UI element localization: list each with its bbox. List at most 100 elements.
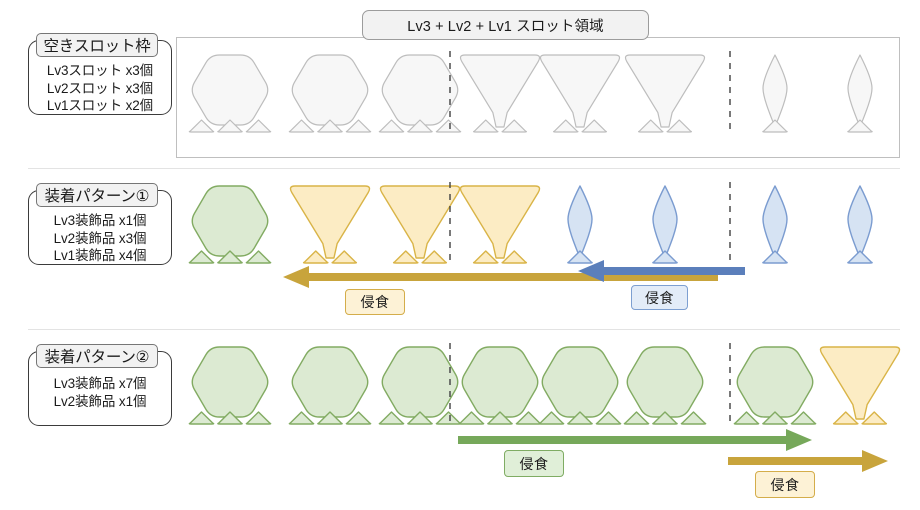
slot-region-title-text: Lv3 + Lv2 + Lv1 スロット領域 xyxy=(407,18,604,35)
slot-foot-triangle xyxy=(188,250,215,264)
note-line: Lv2スロット x3個 xyxy=(46,80,154,96)
slot-foot-triangle xyxy=(472,250,499,264)
note-line: Lv2装飾品 x1個 xyxy=(53,393,147,409)
slot-foot-triangle xyxy=(567,411,593,425)
note-lines-pattern-2: Lv3装飾品 x7個 Lv2装飾品 x1個 xyxy=(28,375,172,410)
note-line: Lv1スロット x2個 xyxy=(46,98,154,113)
erosion-chip-label: 侵食 xyxy=(770,476,800,493)
slot-foot-triangle xyxy=(762,119,788,133)
slot-shape-triangle xyxy=(819,346,901,420)
slot-foot-triangle xyxy=(501,119,527,133)
note-header-pattern-2: 装着パターン② xyxy=(36,344,158,368)
slot-foot-triangle xyxy=(666,119,692,133)
slot-foot-triangle xyxy=(392,250,419,264)
slot-foot-triangle xyxy=(245,119,272,133)
slot-shape-triangle xyxy=(379,185,461,259)
slot-foot-triangle xyxy=(638,119,664,133)
slot-foot-triangle xyxy=(458,411,485,425)
erosion-chip-blue-row2: 侵食 xyxy=(631,285,688,310)
slot-region-title: Lv3 + Lv2 + Lv1 スロット領域 xyxy=(362,10,649,40)
erosion-arrow-blue-row2 xyxy=(578,260,745,282)
slot-foot-triangle xyxy=(567,250,593,264)
slot-foot-triangle xyxy=(245,250,272,264)
note-line: Lv1装飾品 x4個 xyxy=(53,248,147,263)
slot-foot-triangle xyxy=(733,411,760,425)
slot-shape-hexagon xyxy=(541,346,619,418)
erosion-chip-gold-row3: 侵食 xyxy=(755,471,815,498)
slot-shape-lens xyxy=(847,185,873,259)
slot-foot-triangle xyxy=(421,250,448,264)
note-header-empty-slots-text: 空きスロット枠 xyxy=(43,38,151,55)
slot-foot-triangle xyxy=(595,411,622,425)
note-header-pattern-2-text: 装着パターン② xyxy=(44,349,150,366)
slot-foot-triangle xyxy=(538,411,565,425)
slot-foot-triangle xyxy=(188,411,215,425)
erosion-arrow-green-row3 xyxy=(458,429,812,451)
slot-foot-triangle xyxy=(288,411,315,425)
slot-shape-hexagon xyxy=(736,346,814,418)
slot-foot-triangle xyxy=(847,119,873,133)
slot-foot-triangle xyxy=(217,250,243,264)
slot-foot-triangle xyxy=(553,119,579,133)
erosion-arrow-gold-row2 xyxy=(283,266,718,288)
slot-shape-hexagon xyxy=(291,346,369,418)
slot-foot-triangle xyxy=(217,411,243,425)
slot-foot-triangle xyxy=(581,119,607,133)
slot-shape-hexagon xyxy=(191,185,269,257)
slot-shape-hexagon xyxy=(191,346,269,418)
slot-foot-triangle xyxy=(501,250,528,264)
note-line: Lv2装飾品 x3個 xyxy=(53,230,147,246)
slot-foot-triangle xyxy=(652,411,678,425)
row-separator-2 xyxy=(28,329,900,330)
slot-foot-triangle xyxy=(188,119,215,133)
slot-foot-triangle xyxy=(790,411,817,425)
slot-shape-hexagon xyxy=(381,346,459,418)
erosion-chip-green-row3: 侵食 xyxy=(504,450,564,477)
row-separator-1 xyxy=(28,168,900,169)
slot-foot-triangle xyxy=(345,119,372,133)
slot-foot-triangle xyxy=(317,411,343,425)
slot-shape-hexagon xyxy=(461,346,539,418)
slot-foot-triangle xyxy=(861,411,888,425)
note-header-pattern-1: 装着パターン① xyxy=(36,183,158,207)
slot-foot-triangle xyxy=(345,411,372,425)
slot-shape-triangle xyxy=(539,54,621,128)
note-header-pattern-1-text: 装着パターン① xyxy=(44,188,150,205)
erosion-chip-label: 侵食 xyxy=(645,289,674,306)
slot-shape-hexagon xyxy=(381,54,459,126)
slot-foot-triangle xyxy=(331,250,358,264)
slot-foot-triangle xyxy=(847,250,873,264)
slot-foot-triangle xyxy=(652,250,678,264)
slot-foot-triangle xyxy=(245,411,272,425)
slot-foot-triangle xyxy=(288,119,315,133)
note-line: Lv3スロット x3個 xyxy=(46,63,154,78)
erosion-chip-gold-row2: 侵食 xyxy=(345,289,405,315)
slot-region-frame xyxy=(176,37,900,158)
erosion-arrow-gold-row3 xyxy=(728,450,888,472)
note-line: Lv3装飾品 x7個 xyxy=(53,376,147,391)
note-lines-pattern-1: Lv3装飾品 x1個 Lv2装飾品 x3個 Lv1装飾品 x4個 xyxy=(28,212,172,265)
slot-foot-triangle xyxy=(762,411,788,425)
slot-shape-triangle xyxy=(624,54,706,128)
slot-shape-triangle xyxy=(459,54,541,128)
slot-shape-hexagon xyxy=(191,54,269,126)
slot-foot-triangle xyxy=(762,250,788,264)
slot-shape-lens xyxy=(652,185,678,259)
slot-foot-triangle xyxy=(317,119,343,133)
slot-foot-triangle xyxy=(487,411,513,425)
slot-foot-triangle xyxy=(217,119,243,133)
slot-shape-hexagon xyxy=(626,346,704,418)
slot-foot-triangle xyxy=(435,119,462,133)
slot-foot-triangle xyxy=(407,119,433,133)
note-header-empty-slots: 空きスロット枠 xyxy=(36,33,158,57)
slot-foot-triangle xyxy=(407,411,433,425)
slot-foot-triangle xyxy=(302,250,329,264)
slot-foot-triangle xyxy=(680,411,707,425)
slot-foot-triangle xyxy=(623,411,650,425)
erosion-chip-label: 侵食 xyxy=(360,294,390,310)
erosion-chip-label: 侵食 xyxy=(519,455,549,472)
slot-shape-triangle xyxy=(289,185,371,259)
slot-shape-lens xyxy=(567,185,593,259)
